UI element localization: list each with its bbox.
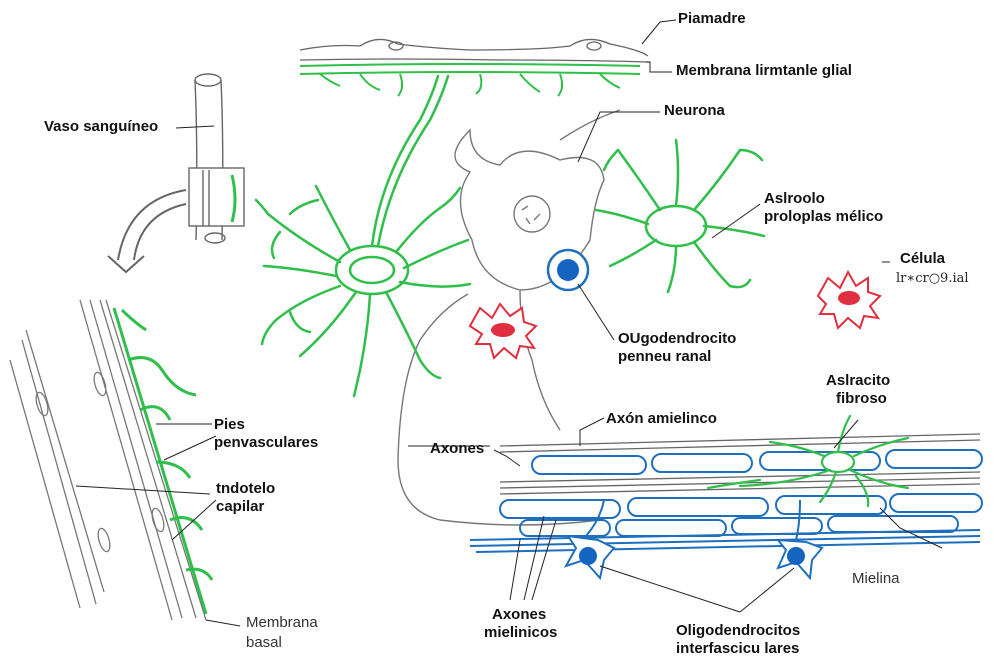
label-vaso-sanguineo: Vaso sanguíneo	[44, 118, 158, 136]
label-astrocito-protoplasmico-2: proloplas mélico	[764, 208, 883, 226]
label-oligodendrocitos-interfasciculares-1: Oligodendrocitos	[676, 622, 800, 640]
label-mielina: Mielina	[852, 570, 900, 588]
membrana-limitante-glial	[300, 64, 640, 96]
piamadre-layer	[300, 39, 650, 62]
label-celula-1: Célula	[900, 250, 945, 268]
label-endotelio-1: tndotelo	[216, 480, 275, 498]
label-astrocito-fibroso-2: fibroso	[836, 390, 887, 408]
astrocito-protoplasmico	[596, 140, 764, 292]
label-celula-2: lr∗cr○9.ial	[896, 270, 969, 288]
label-astrocito-fibroso-1: Aslracito	[826, 372, 890, 390]
label-astrocito-protoplasmico-1: Aslroolo	[764, 190, 825, 208]
label-membrana-basal-1: Membrana	[246, 614, 318, 632]
astrocito-fibroso	[708, 416, 908, 506]
oligodendrocito-perineuronal	[548, 250, 588, 290]
label-axones: Axones	[430, 440, 484, 458]
microglia-centro	[470, 304, 536, 358]
vaso-sanguineo	[108, 74, 244, 272]
label-pies-perivasculares-2: penvasculares	[214, 434, 318, 452]
label-membrana-basal-2: basal	[246, 634, 282, 652]
axones-mielinicos	[470, 450, 982, 552]
label-pies-perivasculares-1: Pies	[214, 416, 245, 434]
label-oligodendrocito-perineuronal-2: penneu ranal	[618, 348, 711, 366]
label-endotelio-2: capilar	[216, 498, 264, 516]
label-oligodendrocitos-interfasciculares-2: interfascicu lares	[676, 640, 799, 658]
label-neurona: Neurona	[664, 102, 725, 120]
label-oligodendrocito-perineuronal-1: OUgodendrocito	[618, 330, 736, 348]
pies-perivasculares-verdes	[114, 308, 212, 614]
microglia-derecha	[818, 272, 880, 328]
capilar-detalle	[10, 300, 206, 620]
label-axones-mielinicos-1: Axones	[492, 606, 546, 624]
label-membrana-limitante: Membrana lirmtanle glial	[676, 62, 852, 80]
label-axon-amielinico: Axón amielinco	[606, 410, 717, 428]
astrocito-protoplasmico-grande	[256, 76, 470, 396]
label-axones-mielinicos-2: mielinicos	[484, 624, 557, 642]
label-piamadre: Piamadre	[678, 10, 746, 28]
